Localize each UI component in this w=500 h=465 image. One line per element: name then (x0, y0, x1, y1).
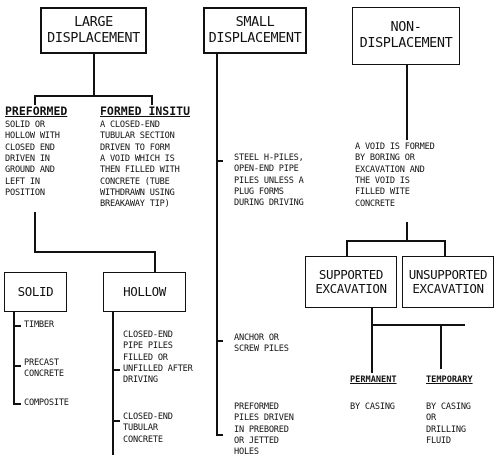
hollow-box: HOLLOW (103, 272, 186, 312)
preformed-drop (34, 95, 36, 105)
small-displacement-spine (216, 54, 218, 435)
supported-title-line1: SUPPORTED (318, 266, 384, 282)
non-displacement-box: NON- DISPLACEMENT (352, 7, 460, 65)
large-title-line1: LARGE (74, 13, 113, 30)
formed-insitu-header: FORMED INSITU (100, 104, 191, 118)
solid-items-spine (13, 312, 15, 404)
large-title-line2: DISPLACEMENT (47, 29, 140, 46)
temporary-drop (440, 324, 442, 369)
solid-hollow-bar (34, 251, 155, 253)
unsupported-title-line1: UNSUPPORTED (408, 266, 488, 282)
hollow-title: HOLLOW (123, 283, 166, 299)
solid-item-composite: COMPOSITE (24, 398, 69, 408)
small-item-tick (216, 434, 223, 436)
solid-item-tick (13, 365, 21, 367)
nondisp-title-line2: DISPLACEMENT (359, 35, 453, 51)
small-title-line2: DISPLACEMENT (208, 29, 302, 46)
supported-down-connector (371, 308, 373, 373)
unsupported-excavation-box: UNSUPPORTED EXCAVATION (402, 256, 494, 308)
small-title-line1: SMALL (235, 13, 275, 30)
hollow-items-spine (112, 312, 114, 455)
excavation-branch-bar (346, 240, 445, 242)
preformed-down-connector (34, 212, 36, 252)
small-item-tick (216, 160, 223, 162)
solid-item-tick (13, 325, 21, 327)
large-displacement-box: LARGE DISPLACEMENT (40, 7, 147, 54)
nondisp-lower-connector (406, 222, 408, 241)
formed-drop (151, 95, 153, 105)
solid-item-timber: TIMBER (24, 320, 54, 330)
unsupported-title-line2: EXCAVATION (412, 281, 484, 296)
small-item-tick (216, 340, 223, 342)
permanent-header: PERMANENT (350, 375, 397, 385)
supported-drop (346, 240, 348, 257)
solid-item-tick (13, 403, 21, 405)
large-branch-bar (34, 95, 152, 97)
solid-title: SOLID (17, 283, 54, 299)
preformed-header: PREFORMED (5, 104, 68, 118)
temporary-header: TEMPORARY (426, 375, 473, 385)
permanent-temporary-bar (371, 324, 465, 326)
nondisp-title-line1: NON- (390, 19, 422, 36)
large-down-connector (93, 54, 95, 96)
nondisp-down-connector (406, 65, 408, 140)
hollow-item-tick (112, 420, 120, 422)
hollow-item-tick (112, 369, 120, 371)
supported-title-line2: EXCAVATION (315, 281, 387, 296)
permanent-method: BY CASING (350, 402, 395, 412)
unsupported-drop (444, 240, 446, 257)
small-displacement-description: STEEL H-PILES,OPEN-END PIPE PILES UNLESS… (234, 153, 304, 209)
supported-excavation-box: SUPPORTED EXCAVATION (305, 256, 397, 308)
small-displacement-box: SMALL DISPLACEMENT (203, 7, 307, 54)
solid-box: SOLID (4, 272, 67, 312)
hollow-drop (154, 251, 156, 273)
